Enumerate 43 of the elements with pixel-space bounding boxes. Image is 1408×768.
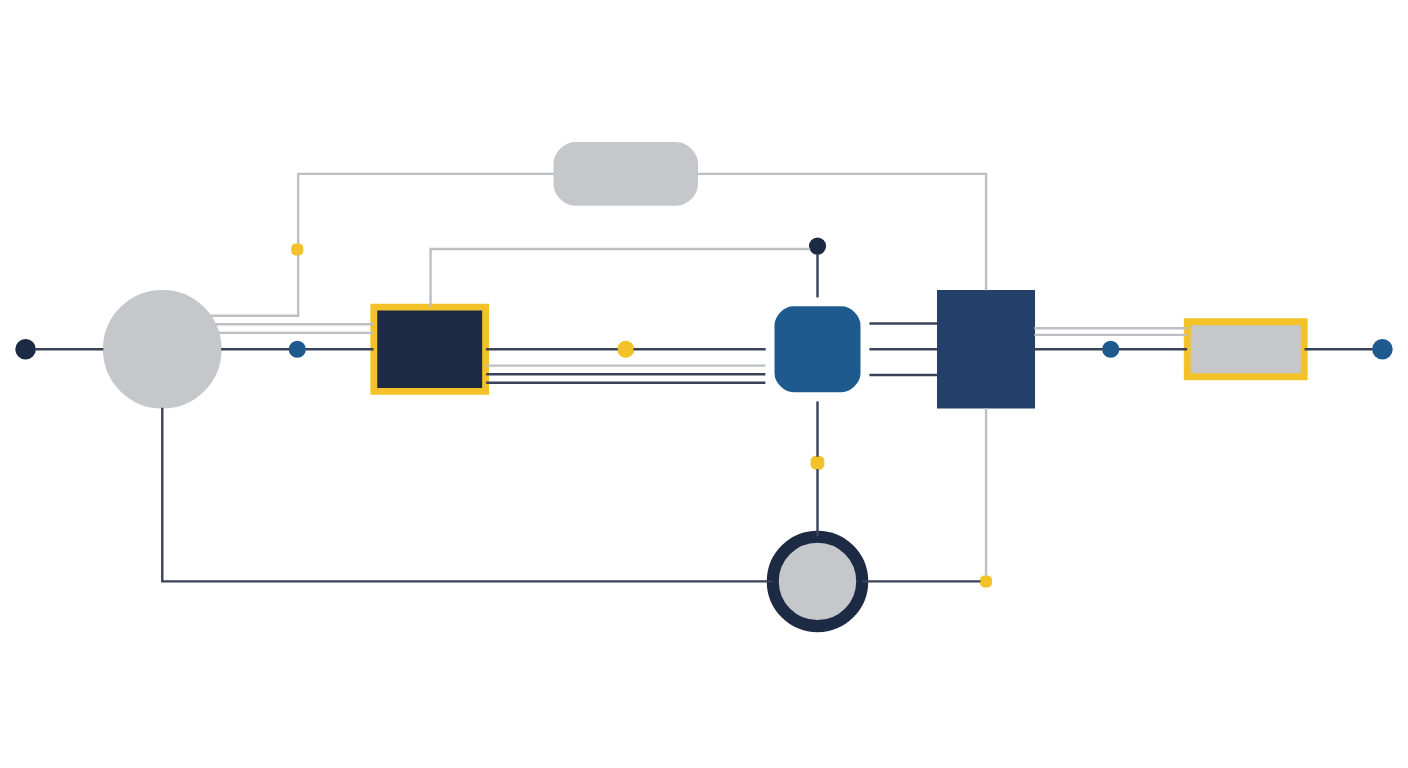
node-circle — [1102, 340, 1120, 358]
connector — [485, 347, 618, 350]
connector — [1034, 347, 1103, 350]
node-box — [1183, 317, 1308, 380]
connector — [869, 347, 938, 350]
connector — [296, 172, 554, 244]
node-circle — [808, 236, 827, 255]
connector — [1118, 347, 1188, 350]
connector — [816, 253, 819, 297]
connector — [697, 172, 988, 290]
connector — [210, 254, 300, 317]
node-box — [810, 455, 825, 470]
connector — [221, 347, 290, 350]
node-circle — [617, 340, 635, 358]
connector — [1034, 326, 1187, 330]
node-box — [291, 243, 304, 255]
node-box — [370, 303, 490, 395]
node-circle — [102, 289, 222, 409]
node-circle — [288, 340, 306, 358]
connector — [219, 331, 374, 334]
connector — [305, 347, 374, 350]
node-circle — [1372, 338, 1393, 360]
connector — [429, 247, 811, 307]
node-box — [937, 289, 1036, 409]
connector — [1034, 333, 1187, 336]
connector — [633, 347, 766, 350]
connector — [486, 381, 766, 384]
connector — [161, 407, 773, 583]
connector — [486, 372, 766, 375]
connector — [816, 400, 819, 457]
connector — [869, 321, 938, 325]
node-circle — [766, 530, 869, 632]
connector — [215, 322, 374, 325]
connector — [1304, 347, 1373, 350]
connector — [35, 347, 104, 350]
node-box — [980, 574, 993, 587]
connector — [984, 407, 988, 576]
node-circle — [15, 338, 36, 360]
connector — [862, 579, 981, 583]
connector — [486, 363, 766, 367]
connector — [816, 468, 819, 536]
connector — [869, 373, 938, 376]
node-bubble — [553, 141, 698, 206]
